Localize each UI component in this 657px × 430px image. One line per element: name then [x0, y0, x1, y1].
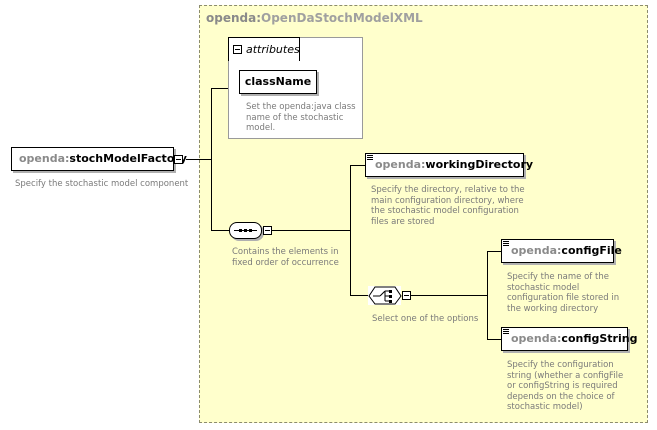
- choice-compositor[interactable]: [368, 286, 402, 305]
- documentation-icon: [503, 241, 509, 246]
- type-title-name: OpenDaStochModelXML: [261, 11, 423, 25]
- workingdirectory-name: workingDirectory: [425, 158, 534, 171]
- workingdirectory-namespace: openda:: [375, 158, 426, 171]
- workingdirectory-doc-line: Specify the directory, relative to the: [371, 185, 525, 195]
- element-workingdirectory[interactable]: openda:workingDirectory: [365, 153, 533, 177]
- root-element-doc: Specify the stochastic model component: [15, 179, 189, 189]
- configstring-name: configString: [561, 332, 638, 345]
- attribute-classname[interactable]: className: [239, 70, 317, 94]
- attribute-doc-line: model.: [246, 123, 276, 133]
- documentation-icon: [367, 155, 373, 160]
- type-title-namespace: openda:: [206, 11, 262, 25]
- configfile-doc-line: stochastic model: [507, 282, 580, 293]
- attribute-doc-line: Set the openda:java class: [246, 102, 356, 112]
- workingdirectory-doc: Specify the directory, relative to the m…: [371, 185, 525, 227]
- root-element-name: stochModelFactory: [69, 152, 187, 165]
- configstring-doc-line: depends on the choice of: [507, 391, 615, 402]
- root-element-collapse-toggle[interactable]: [174, 155, 183, 164]
- complex-type-title: openda:OpenDaStochModelXML: [206, 11, 423, 25]
- workingdirectory-doc-line: main configuration directory, where: [371, 195, 524, 206]
- element-configfile[interactable]: openda:configFile: [501, 239, 622, 263]
- configstring-doc-line: string (whether a configFile: [507, 370, 624, 381]
- workingdirectory-doc-line: files are stored: [371, 216, 435, 227]
- choice-collapse-toggle[interactable]: [402, 291, 411, 300]
- attribute-classname-label: className: [244, 75, 312, 88]
- attributes-label: attributes: [246, 43, 300, 56]
- configstring-doc-line: Specify the configuration: [507, 360, 614, 370]
- configfile-name: configFile: [561, 244, 622, 257]
- attributes-collapse-toggle[interactable]: [233, 45, 242, 54]
- element-configstring[interactable]: openda:configString: [501, 327, 637, 351]
- attribute-classname-doc: Set the openda:java class name of the st…: [246, 102, 356, 134]
- sequence-compositor[interactable]: [229, 222, 262, 239]
- configstring-namespace: openda:: [511, 332, 562, 345]
- sequence-doc-line: Contains the elements in: [232, 247, 339, 257]
- root-element-namespace: openda:: [19, 152, 70, 165]
- sequence-icon: [234, 229, 257, 232]
- configstring-doc: Specify the configuration string (whethe…: [507, 360, 623, 413]
- configfile-doc-line: configuration file stored in: [507, 293, 620, 303]
- sequence-collapse-toggle[interactable]: [263, 226, 272, 235]
- configfile-doc-line: the working directory: [507, 303, 599, 314]
- documentation-icon: [503, 329, 509, 334]
- configfile-doc-line: Specify the name of the: [507, 272, 609, 282]
- configfile-doc: Specify the name of the stochastic model…: [507, 272, 619, 314]
- sequence-doc: Contains the elements in fixed order of …: [232, 247, 339, 268]
- choice-icon: [368, 286, 402, 305]
- sequence-doc-line: fixed order of occurrence: [232, 257, 339, 268]
- root-element-stochmodelfactory[interactable]: openda:stochModelFactory: [11, 147, 187, 171]
- workingdirectory-doc-line: the stochastic model configuration: [371, 206, 519, 216]
- configstring-doc-line: stochastic model): [507, 402, 583, 412]
- configfile-namespace: openda:: [511, 244, 562, 257]
- choice-doc: Select one of the options: [372, 314, 479, 324]
- attribute-doc-line: name of the stochastic: [246, 112, 344, 123]
- configstring-doc-line: or configString is required: [507, 381, 618, 391]
